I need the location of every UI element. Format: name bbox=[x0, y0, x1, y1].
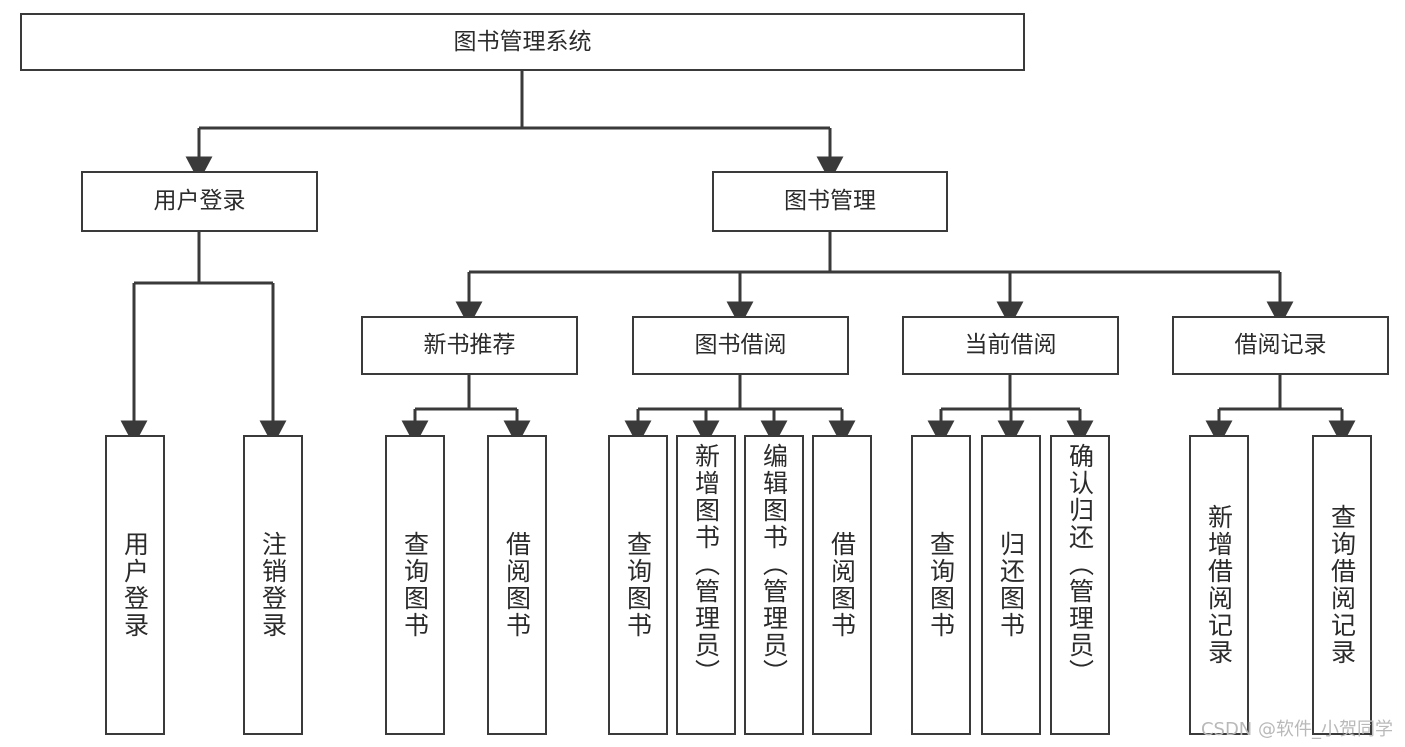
node-leaf-query-book-rec-label: 查询图书 bbox=[400, 531, 430, 639]
node-leaf-user-login-label: 用户登录 bbox=[120, 531, 150, 639]
node-leaf-confirm-return[interactable]: 确认归还（管理员） bbox=[1050, 435, 1110, 735]
node-current-borrow-label: 当前借阅 bbox=[964, 332, 1057, 359]
node-leaf-query-book-current[interactable]: 查询图书 bbox=[911, 435, 971, 735]
node-book-borrow[interactable]: 图书借阅 bbox=[632, 316, 849, 375]
node-leaf-borrow-book-rec[interactable]: 借阅图书 bbox=[487, 435, 547, 735]
node-leaf-borrow-book-rec-label: 借阅图书 bbox=[502, 531, 532, 639]
node-current-borrow[interactable]: 当前借阅 bbox=[902, 316, 1119, 375]
node-leaf-return-book[interactable]: 归还图书 bbox=[981, 435, 1041, 735]
node-root-system-label: 图书管理系统 bbox=[453, 28, 592, 55]
node-leaf-query-borrow-record[interactable]: 查询借阅记录 bbox=[1312, 435, 1372, 735]
node-book-manage-label: 图书管理 bbox=[784, 188, 876, 215]
node-leaf-add-book-label: 新增图书（管理员） bbox=[691, 443, 721, 686]
node-borrow-record[interactable]: 借阅记录 bbox=[1172, 316, 1389, 375]
node-borrow-record-label: 借阅记录 bbox=[1234, 332, 1327, 359]
node-leaf-query-book-borrow-label: 查询图书 bbox=[623, 531, 653, 639]
node-user-login-label: 用户登录 bbox=[153, 188, 246, 215]
node-new-book-recommend-label: 新书推荐 bbox=[423, 332, 516, 359]
node-book-manage[interactable]: 图书管理 bbox=[712, 171, 948, 232]
node-leaf-query-book-rec[interactable]: 查询图书 bbox=[385, 435, 445, 735]
node-leaf-add-borrow-record-label: 新增借阅记录 bbox=[1204, 504, 1234, 666]
node-leaf-edit-book-label: 编辑图书（管理员） bbox=[759, 443, 789, 686]
node-leaf-query-book-current-label: 查询图书 bbox=[926, 531, 956, 639]
node-new-book-recommend[interactable]: 新书推荐 bbox=[361, 316, 578, 375]
node-book-borrow-label: 图书借阅 bbox=[694, 332, 787, 359]
node-leaf-add-book[interactable]: 新增图书（管理员） bbox=[676, 435, 736, 735]
node-leaf-query-book-borrow[interactable]: 查询图书 bbox=[608, 435, 668, 735]
node-leaf-borrow-book-label: 借阅图书 bbox=[827, 531, 857, 639]
node-root-system[interactable]: 图书管理系统 bbox=[20, 13, 1025, 71]
node-leaf-return-book-label: 归还图书 bbox=[996, 531, 1026, 639]
node-leaf-logout[interactable]: 注销登录 bbox=[243, 435, 303, 735]
node-user-login[interactable]: 用户登录 bbox=[81, 171, 318, 232]
node-leaf-user-login[interactable]: 用户登录 bbox=[105, 435, 165, 735]
node-leaf-edit-book[interactable]: 编辑图书（管理员） bbox=[744, 435, 804, 735]
node-leaf-logout-label: 注销登录 bbox=[258, 531, 288, 639]
csdn-watermark: CSDN @软件_小贺同学 bbox=[1200, 719, 1393, 740]
node-leaf-borrow-book[interactable]: 借阅图书 bbox=[812, 435, 872, 735]
node-leaf-add-borrow-record[interactable]: 新增借阅记录 bbox=[1189, 435, 1249, 735]
node-leaf-confirm-return-label: 确认归还（管理员） bbox=[1065, 443, 1095, 686]
node-leaf-query-borrow-record-label: 查询借阅记录 bbox=[1327, 504, 1357, 666]
